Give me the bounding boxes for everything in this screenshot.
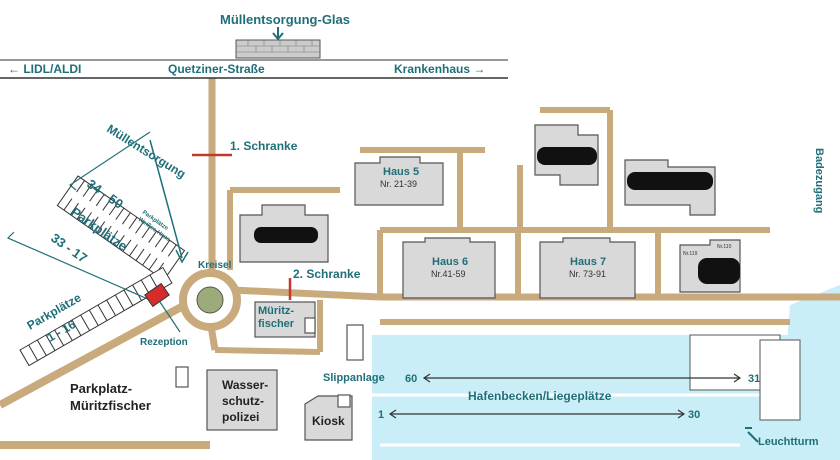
house-6-numbers: Nr.41-59	[431, 269, 466, 279]
kiosk-label: Kiosk	[312, 414, 345, 428]
house-6-name: Haus 6	[432, 256, 468, 268]
jetty-lines	[372, 393, 790, 447]
police-label-2: schutz-	[222, 394, 264, 408]
house-6-building	[402, 237, 496, 299]
police-building	[206, 369, 278, 431]
house-5-name: Haus 5	[383, 166, 419, 178]
waste-disposal-label: Müllentsorgung	[104, 122, 188, 182]
harbor-jetties	[689, 334, 801, 421]
street-right-label: Krankenhaus →	[394, 62, 485, 76]
lighthouse-label: Leuchtturm	[758, 436, 819, 448]
glass-container-bricks	[236, 40, 320, 53]
parking-main-label-1: Parkplatz-	[70, 381, 132, 396]
house-5-numbers: Nr. 21-39	[380, 179, 417, 189]
roundabout-center	[196, 286, 224, 314]
berths-row2-arrow	[388, 409, 686, 419]
barrier-1-label: 1. Schranke	[230, 139, 298, 153]
harbor-row1-start: 60	[405, 373, 417, 385]
reception-building	[144, 282, 170, 308]
harbor-row2-end: 30	[688, 409, 700, 421]
parking-range-bottom: 33 - 17	[48, 230, 90, 266]
slipway-label: Slippanlage	[323, 372, 385, 384]
glass-arrow-icon	[272, 27, 284, 41]
reception-label: Rezeption	[140, 337, 188, 348]
house-7-building	[539, 237, 636, 299]
parking-main-label-2: Müritzfischer	[70, 398, 151, 413]
harbor-title: Hafenbecken/Liegeplätze	[468, 389, 612, 403]
parking-area-upper	[56, 175, 186, 281]
small-shed-3	[337, 394, 351, 408]
street-center-label: Quetziner-Straße	[168, 62, 265, 76]
small-shed-1	[346, 324, 364, 361]
barrier-2-label: 2. Schranke	[293, 267, 361, 281]
restaurant-annex	[304, 317, 316, 334]
reception-pointer	[159, 301, 181, 333]
small-shed-2	[175, 366, 189, 388]
house-7-name: Haus 7	[570, 256, 606, 268]
harbor-row1-end: 31	[748, 373, 760, 385]
waste-arrow-icon	[149, 139, 189, 264]
harbor-row2-start: 1	[378, 409, 384, 421]
house-7-numbers: Nr. 73-91	[569, 269, 606, 279]
parking-bracket-top	[68, 131, 151, 191]
parking-bracket-bottom	[6, 231, 151, 301]
glass-container	[235, 39, 321, 59]
police-label-3: polizei	[222, 410, 259, 424]
glass-disposal-label: Müllentsorgung-Glas	[220, 12, 350, 27]
house-nr-b: Nr.110	[717, 244, 732, 250]
house-5-building	[354, 156, 444, 206]
lighthouse-pointer	[747, 431, 759, 443]
berths-row1-arrow	[422, 373, 742, 383]
house-nr-a: Nr.119	[683, 251, 698, 257]
restaurant-label-2: fischer	[258, 318, 295, 330]
police-label-1: Wasser-	[222, 378, 268, 392]
restaurant-label-1: Müritz-	[258, 305, 294, 317]
bathing-access-label: Badezugang	[813, 148, 825, 213]
street-left-label: ← LIDL/ALDI	[8, 62, 81, 76]
roundabout-label: Kreisel	[198, 260, 232, 271]
redaction-marks	[254, 147, 740, 284]
